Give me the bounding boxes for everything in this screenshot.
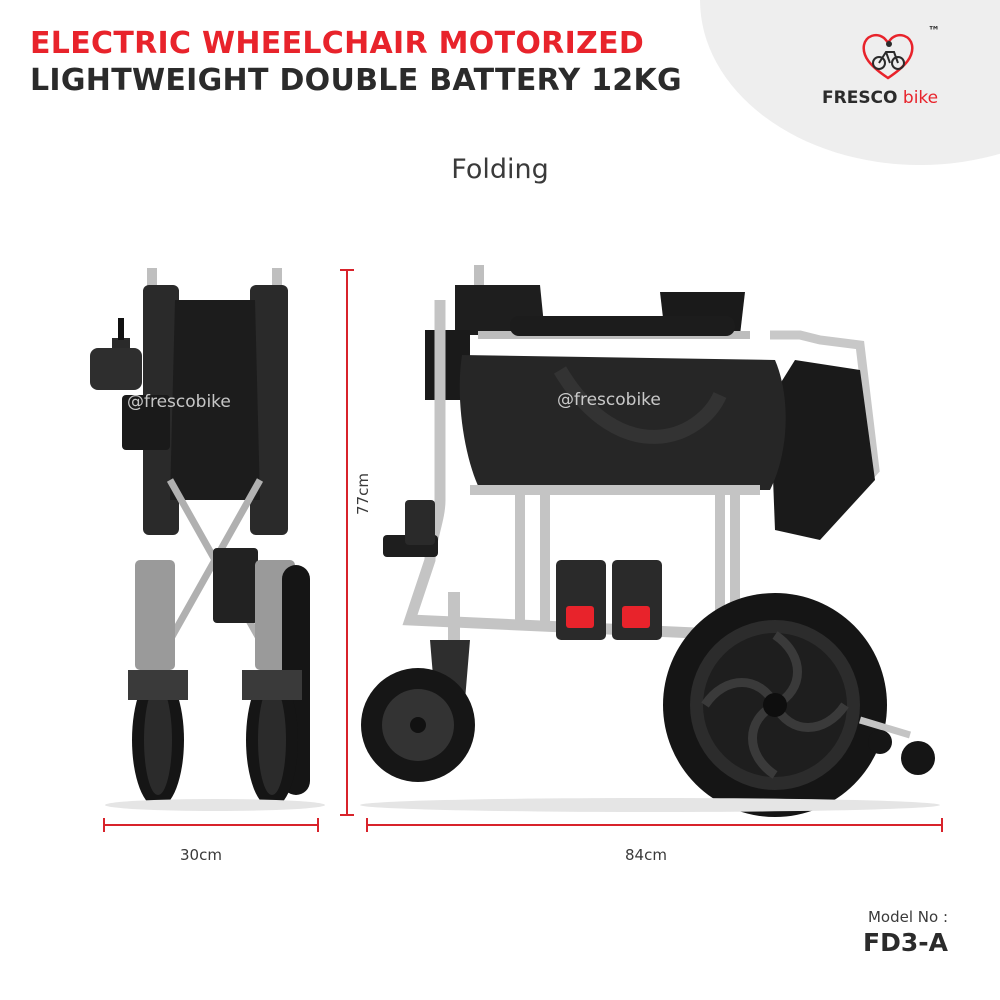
- trademark-symbol: ™: [928, 24, 940, 38]
- brand-logo-text: FRESCO bike: [822, 88, 938, 108]
- height-dimension-label: 77cm: [353, 473, 372, 515]
- product-title-line-2: LIGHTWEIGHT DOUBLE BATTERY 12KG: [30, 63, 682, 98]
- length-dimension-label: 84cm: [625, 846, 667, 864]
- brand-name: FRESCO: [822, 88, 898, 108]
- model-number-value: FD3-A: [863, 928, 948, 957]
- folding-caption: Folding: [451, 154, 549, 185]
- heart-bike-icon: [862, 33, 914, 80]
- front-view-wheelchair: [90, 268, 310, 808]
- product-title-line-1: ELECTRIC WHEELCHAIR MOTORIZED: [30, 26, 645, 61]
- watermark-side: @frescobike: [557, 390, 661, 410]
- dimension-line-width: [103, 818, 319, 832]
- model-number-label: Model No :: [867, 908, 948, 926]
- brand-suffix: bike: [902, 88, 939, 108]
- side-view-wheelchair: [361, 265, 935, 817]
- dimension-line-height: [340, 269, 354, 816]
- dimension-line-length: [366, 818, 943, 832]
- watermark-front: @frescobike: [127, 392, 231, 412]
- width-dimension-label: 30cm: [180, 846, 222, 864]
